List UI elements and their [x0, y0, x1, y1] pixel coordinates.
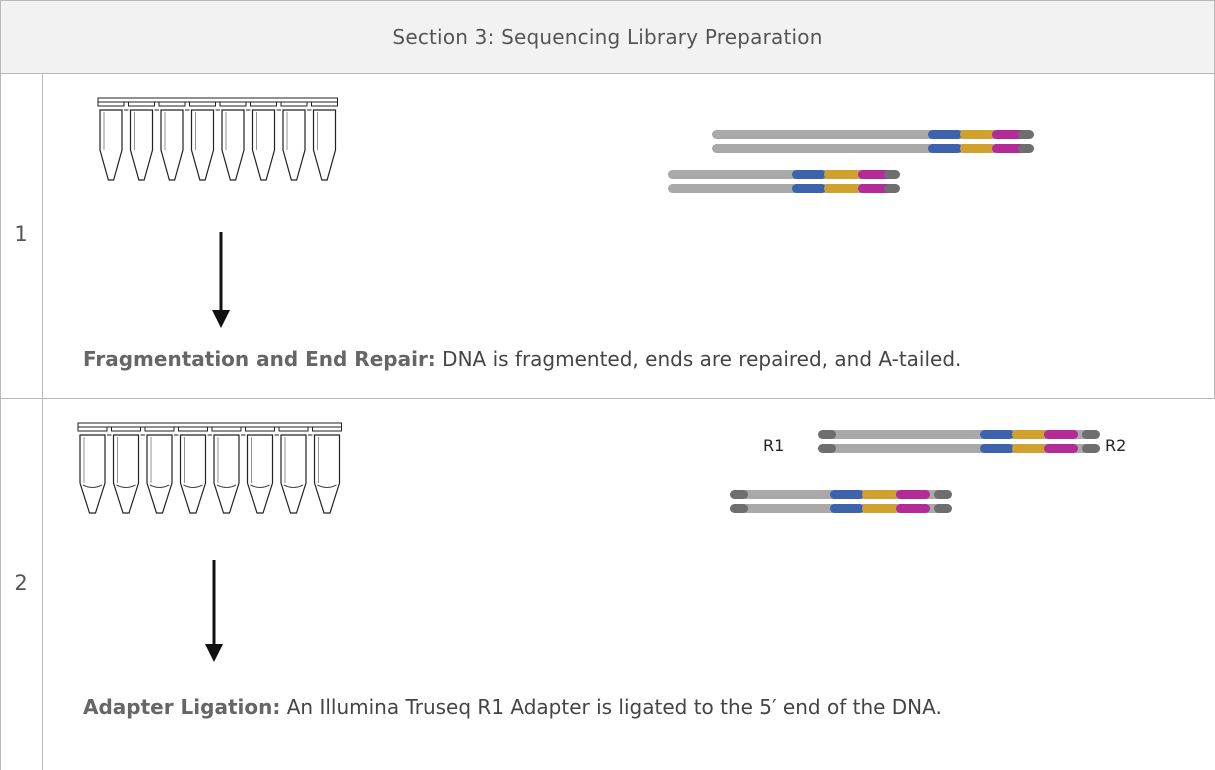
dna-segment	[928, 130, 962, 139]
pcr-tube	[77, 426, 112, 514]
dna-fragment-long	[712, 130, 1034, 153]
step-column-divider	[42, 73, 43, 770]
dna-fragment-long-ligated	[818, 430, 1100, 453]
step-2-caption-title: Adapter Ligation:	[83, 695, 281, 719]
adapter-end	[818, 430, 836, 439]
pcr-tube	[111, 426, 145, 514]
pcr-tube	[97, 101, 129, 181]
dna-segment	[960, 130, 994, 139]
dna-segment	[992, 130, 1026, 139]
dna-segment	[792, 184, 826, 193]
pcr-tube	[144, 426, 179, 514]
down-arrow-icon	[212, 232, 230, 328]
adapter-end	[730, 504, 748, 513]
adapter-end	[730, 490, 748, 499]
dna-segment	[1044, 430, 1078, 439]
pcr-tube	[211, 426, 246, 514]
dna-fragment-short-ligated	[730, 490, 952, 513]
dna-segment	[858, 170, 892, 179]
pcr-tube	[189, 101, 220, 181]
dna-end	[884, 184, 900, 193]
tube-strip-rim	[97, 97, 338, 103]
dna-segment	[824, 184, 860, 193]
pcr-tube	[158, 101, 190, 181]
adapter-label-r2: R2	[1105, 436, 1127, 455]
tube-strip-icon	[97, 97, 338, 181]
dna-fragment-short	[668, 170, 900, 193]
step-1-caption-title: Fragmentation and End Repair:	[83, 347, 436, 371]
adapter-label-r1: R1	[763, 436, 785, 455]
dna-segment	[830, 490, 864, 499]
dna-end	[1018, 144, 1034, 153]
dna-segment	[858, 184, 892, 193]
step-1-caption-text: DNA is fragmented, ends are repaired, an…	[435, 347, 962, 371]
dna-segment	[896, 504, 930, 513]
dna-segment	[824, 170, 860, 179]
section-header: Section 3: Sequencing Library Preparatio…	[0, 0, 1215, 74]
adapter-end	[1082, 430, 1100, 439]
section-title: Section 3: Sequencing Library Preparatio…	[392, 25, 823, 49]
pcr-tube	[280, 101, 312, 181]
pcr-tube	[219, 101, 251, 181]
pcr-tube	[250, 101, 281, 181]
step-2-caption-text: An Illumina Truseq R1 Adapter is ligated…	[280, 695, 942, 719]
dna-segment	[1012, 444, 1046, 453]
dna-end	[884, 170, 900, 179]
dna-end	[1018, 130, 1034, 139]
adapter-end	[934, 504, 952, 513]
row-divider	[0, 398, 1215, 399]
dna-segment	[1012, 430, 1046, 439]
step-2-caption: Adapter Ligation: An Illumina Truseq R1 …	[83, 695, 942, 719]
pcr-tube	[128, 101, 159, 181]
dna-adapter-fragments-graphic	[730, 430, 1100, 513]
pcr-tube	[178, 426, 212, 514]
step-1-caption: Fragmentation and End Repair: DNA is fra…	[83, 347, 961, 371]
dna-segment	[960, 144, 994, 153]
dna-segment	[896, 490, 930, 499]
tube-strip-icon	[77, 422, 342, 514]
dna-fragments-graphic	[668, 130, 1034, 193]
dna-segment	[980, 444, 1014, 453]
down-arrow-icon	[205, 560, 223, 662]
step-number-1: 1	[14, 222, 28, 246]
table-left-border	[0, 73, 1, 770]
dna-segment	[862, 490, 898, 499]
pcr-tube	[312, 426, 342, 514]
adapter-end	[1082, 444, 1100, 453]
dna-segment	[792, 170, 826, 179]
dna-segment	[862, 504, 898, 513]
step-number-2: 2	[14, 571, 28, 595]
dna-segment	[980, 430, 1014, 439]
adapter-end	[818, 444, 836, 453]
dna-segment	[830, 504, 864, 513]
tube-strip-rim	[77, 422, 342, 428]
dna-segment	[1044, 444, 1078, 453]
pcr-tube	[278, 426, 313, 514]
pcr-tube	[245, 426, 279, 514]
dna-segment	[928, 144, 962, 153]
adapter-end	[934, 490, 952, 499]
pcr-tube	[311, 101, 338, 181]
dna-segment	[992, 144, 1026, 153]
